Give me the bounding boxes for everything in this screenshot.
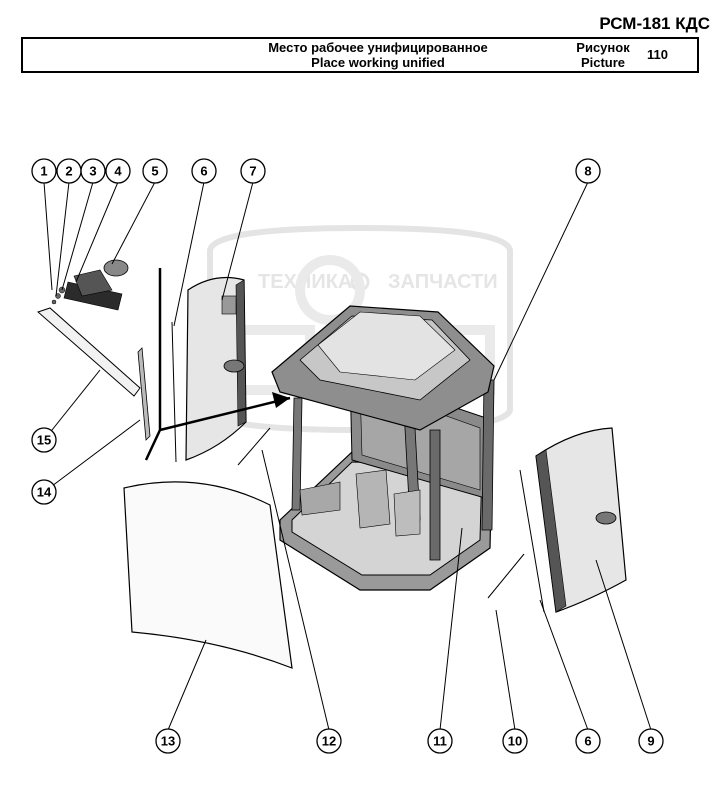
part-11-cabin [271, 305, 495, 591]
leader-lines [43, 181, 652, 731]
svg-text:7: 7 [249, 164, 256, 179]
part-14-blade [137, 347, 151, 441]
part-13-glass [123, 481, 293, 669]
title-block: Место рабочее унифицированное Place work… [223, 40, 533, 70]
callout-9: 9 [638, 728, 664, 754]
picture-label-block: Рисунок Picture [563, 40, 643, 70]
svg-text:10: 10 [508, 734, 522, 749]
part-6-seal-right [519, 469, 545, 613]
part-10-rod [487, 553, 525, 599]
svg-text:2: 2 [65, 164, 72, 179]
callout-3: 3 [80, 158, 106, 184]
part-6-seal-left [171, 321, 177, 463]
callout-11: 11 [427, 728, 453, 754]
picture-number: 110 [647, 47, 668, 62]
part-12-rod [237, 427, 271, 466]
part-9-right-door [535, 427, 627, 613]
svg-text:11: 11 [433, 734, 447, 749]
header-box: Место рабочее унифицированное Place work… [21, 37, 699, 73]
svg-text:8: 8 [584, 164, 591, 179]
callouts: 1 2 3 4 5 6 7 8 6 9 10 11 12 13 14 15 [31, 158, 664, 754]
callout-6-top: 6 [191, 158, 217, 184]
svg-text:5: 5 [151, 164, 158, 179]
svg-text:1: 1 [40, 164, 47, 179]
svg-text:13: 13 [161, 734, 175, 749]
picture-label-en: Picture [580, 55, 626, 70]
svg-text:15: 15 [37, 433, 51, 448]
svg-text:4: 4 [114, 164, 122, 179]
callout-12: 12 [316, 728, 342, 754]
callout-6-bottom: 6 [575, 728, 601, 754]
svg-text:12: 12 [322, 734, 336, 749]
callout-13: 13 [155, 728, 181, 754]
callout-10: 10 [502, 728, 528, 754]
callout-5: 5 [142, 158, 168, 184]
callout-8: 8 [575, 158, 601, 184]
callout-14: 14 [31, 479, 57, 505]
callout-2: 2 [56, 158, 82, 184]
title-en: Place working unified [311, 55, 445, 70]
svg-text:6: 6 [584, 734, 591, 749]
callout-1: 1 [31, 158, 57, 184]
callout-15: 15 [31, 427, 57, 453]
part-7-left-door [185, 277, 247, 461]
assembly-arrow [144, 268, 291, 461]
picture-label-ru: Рисунок [576, 40, 630, 55]
part-1-5-wiper-motor [51, 259, 129, 311]
part-15-strip [37, 307, 141, 397]
callout-7: 7 [240, 158, 266, 184]
svg-text:14: 14 [37, 485, 52, 500]
svg-text:6: 6 [200, 164, 207, 179]
svg-text:3: 3 [89, 164, 96, 179]
watermark-right-text: ЗАПЧАСТИ [388, 271, 498, 293]
model-code: РСМ-181 КДС [599, 14, 710, 33]
title-ru: Место рабочее унифицированное [268, 40, 488, 55]
svg-text:9: 9 [647, 734, 654, 749]
callout-4: 4 [105, 158, 131, 184]
